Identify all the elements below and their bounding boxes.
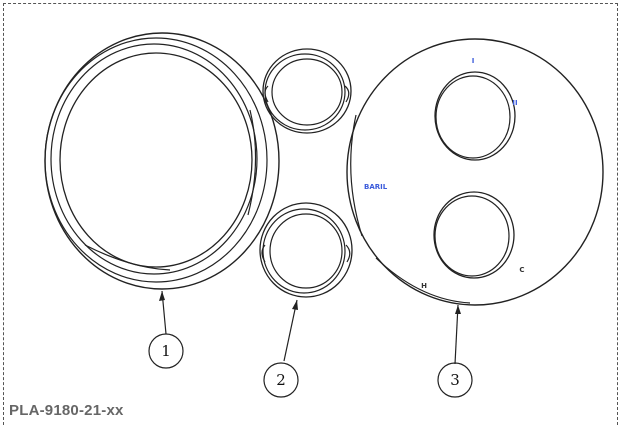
- balloon-3: [437, 362, 473, 398]
- leader-line-2: [283, 299, 298, 362]
- position-marking-top: I: [472, 57, 475, 65]
- leader-line-3: [454, 304, 459, 365]
- part-code-label: PLA-9180-21-xx: [9, 402, 124, 419]
- cold-marking: C: [519, 266, 524, 274]
- balloon-1: [148, 333, 184, 369]
- brand-marking: BARIL: [364, 183, 388, 191]
- drawing-frame: [3, 3, 618, 425]
- balloon-3-label: 3: [450, 371, 460, 389]
- cover-plate: [346, 38, 604, 306]
- balloon-1-label: 1: [161, 342, 171, 360]
- small-ring-lower: [259, 202, 353, 298]
- hot-marking: H: [421, 282, 427, 290]
- balloon-2-label: 2: [276, 371, 286, 389]
- position-marking-right: II: [512, 99, 517, 107]
- balloon-2: [263, 362, 299, 398]
- small-ring-upper: [262, 48, 352, 134]
- trim-ring: [44, 32, 280, 290]
